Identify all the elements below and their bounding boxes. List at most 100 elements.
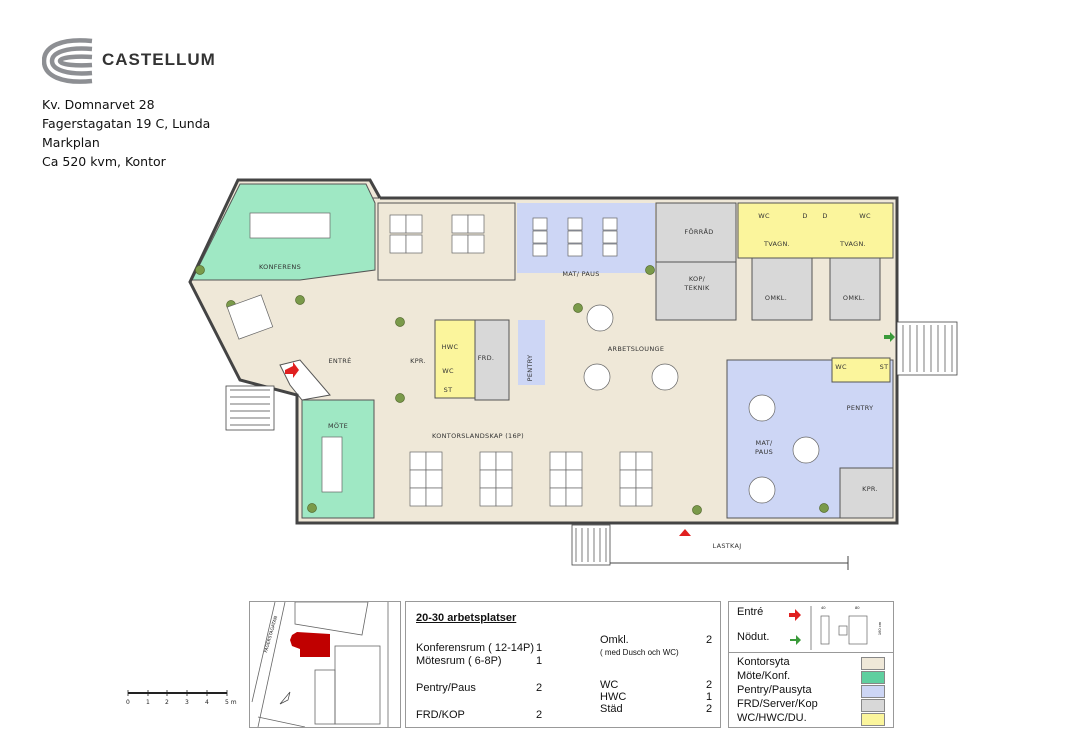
summary-label: Mötesrum ( 6-8P) bbox=[416, 655, 502, 667]
tick: 1 bbox=[146, 699, 150, 706]
desk bbox=[405, 234, 423, 254]
tick: 4 bbox=[205, 699, 209, 706]
label-omkl-1: OMKL. bbox=[764, 294, 788, 302]
summary-label: WC bbox=[600, 679, 619, 691]
plant bbox=[819, 503, 829, 513]
legend-label: Pentry/Pausyta bbox=[737, 684, 812, 696]
floor-plan bbox=[188, 178, 958, 570]
label-mat-paus-top: MAT/ PAUS bbox=[562, 270, 600, 278]
desk bbox=[495, 451, 513, 471]
summary-count: 1 bbox=[706, 691, 713, 703]
room-frd bbox=[474, 319, 510, 401]
legend-divider bbox=[729, 652, 893, 653]
round-table bbox=[586, 304, 614, 332]
label-kontorslandskap: KONTORSLANDSKAP (16P) bbox=[432, 432, 524, 440]
plant bbox=[395, 317, 405, 327]
desk bbox=[226, 294, 274, 340]
entry-arrow-bottom-icon bbox=[679, 529, 691, 536]
label-forrad: FÖRRÅD bbox=[684, 228, 714, 236]
summary-count: 2 bbox=[706, 679, 713, 691]
table bbox=[567, 230, 583, 244]
legend-entry: Entré bbox=[737, 606, 764, 618]
label-kpr-right: KPR. bbox=[862, 485, 878, 493]
label-hwc: HWC bbox=[441, 343, 459, 351]
desk bbox=[389, 214, 407, 234]
desk bbox=[467, 214, 485, 234]
desk bbox=[565, 487, 583, 507]
desk bbox=[495, 487, 513, 507]
desk bbox=[409, 469, 427, 489]
table bbox=[567, 243, 583, 257]
desk bbox=[409, 487, 427, 507]
workspace-summary: 20-30 arbetsplatser Konferensrum ( 12-14… bbox=[405, 601, 721, 728]
conference-table bbox=[249, 212, 331, 239]
legend-label: FRD/Server/Kop bbox=[737, 698, 818, 710]
plant bbox=[395, 393, 405, 403]
round-table bbox=[583, 363, 611, 391]
room-kop-teknik bbox=[655, 261, 737, 321]
summary-count: 2 bbox=[536, 682, 543, 694]
summary-label: HWC bbox=[600, 691, 627, 703]
floor-name: Markplan bbox=[42, 135, 100, 150]
desk bbox=[635, 451, 653, 471]
entry-arrow-icon bbox=[285, 362, 299, 378]
plant bbox=[645, 265, 655, 275]
label-pentry-right: PENTRY bbox=[846, 404, 874, 412]
summary-label: Omkl. bbox=[600, 634, 629, 646]
summary-label: Konferensrum ( 12-14P) bbox=[416, 642, 534, 654]
round-table bbox=[748, 394, 776, 422]
room-omkl-1 bbox=[751, 257, 813, 321]
emergency-exit-icon bbox=[884, 332, 895, 342]
desk bbox=[565, 451, 583, 471]
legend-swatch bbox=[861, 657, 885, 670]
desk bbox=[619, 451, 637, 471]
plant bbox=[295, 295, 305, 305]
summary-count: 1 bbox=[536, 655, 543, 667]
room-pentry-left bbox=[518, 320, 545, 385]
room-forrad bbox=[655, 202, 737, 263]
label-tvagn-1: TVAGN. bbox=[763, 240, 791, 248]
plant bbox=[692, 505, 702, 515]
castellum-logo-icon bbox=[42, 38, 93, 84]
desk bbox=[635, 469, 653, 489]
label-frd: FRD. bbox=[477, 354, 495, 362]
label-entre: ENTRÉ bbox=[328, 357, 352, 365]
table bbox=[532, 230, 548, 244]
room-kpr-right bbox=[839, 467, 894, 519]
dim-160: 160 cm bbox=[877, 621, 883, 636]
tick: 2 bbox=[165, 699, 169, 706]
entry-arrow-icon bbox=[789, 609, 801, 621]
tick: 0 bbox=[126, 699, 130, 706]
desk bbox=[549, 487, 567, 507]
desk bbox=[619, 487, 637, 507]
summary-label: Städ bbox=[600, 703, 623, 715]
legend-label: Kontorsyta bbox=[737, 656, 790, 668]
summary-note: ( med Dusch och WC) bbox=[600, 648, 679, 657]
legend-label: Möte/Konf. bbox=[737, 670, 791, 682]
label-d-2: D bbox=[822, 212, 828, 220]
label-wc-left: WC bbox=[442, 367, 454, 375]
desk bbox=[425, 469, 443, 489]
label-st-right: ST bbox=[879, 363, 889, 371]
label-mote: MÖTE bbox=[327, 422, 349, 430]
table bbox=[602, 230, 618, 244]
label-wc-right: WC bbox=[835, 363, 847, 371]
label-arbetslounge: ARBETSLOUNGE bbox=[607, 345, 665, 353]
area-type: Ca 520 kvm, Kontor bbox=[42, 154, 166, 169]
desk bbox=[451, 214, 469, 234]
legend-label: WC/HWC/DU. bbox=[737, 712, 807, 724]
site-map: FAGERSTAGATAN bbox=[249, 601, 401, 728]
table bbox=[602, 243, 618, 257]
label-kpr-left: KPR. bbox=[410, 357, 426, 365]
label-wc-1: WC bbox=[758, 212, 770, 220]
label-omkl-2: OMKL. bbox=[842, 294, 866, 302]
desk bbox=[619, 469, 637, 489]
property-address: Fagerstagatan 19 C, Lunda bbox=[42, 116, 211, 131]
desk bbox=[479, 451, 497, 471]
label-pentry-left: PENTRY bbox=[526, 354, 534, 382]
dim-40: 40 bbox=[821, 605, 826, 610]
desk bbox=[389, 234, 407, 254]
round-table bbox=[792, 436, 820, 464]
round-table bbox=[748, 476, 776, 504]
